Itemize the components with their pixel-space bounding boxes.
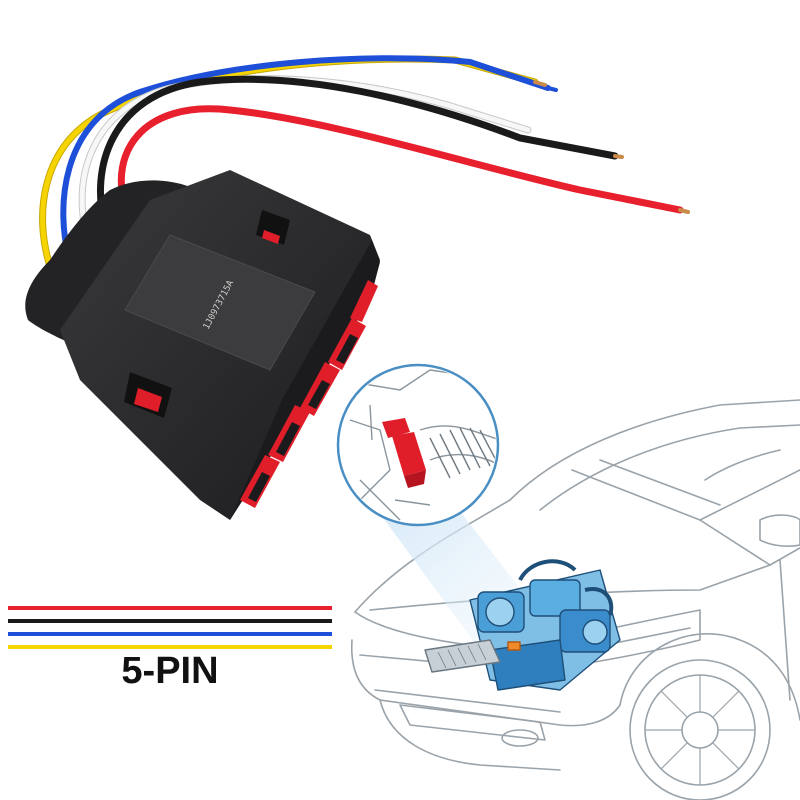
- wire-bundle: [39, 55, 690, 284]
- pin-inserts: [240, 280, 378, 508]
- pin-color-legend: [8, 606, 332, 649]
- connector-housing: 1J0973715A: [25, 170, 380, 520]
- car-illustration: [350, 399, 800, 800]
- connector-highlight: [382, 418, 426, 488]
- engine-illustration: [424, 559, 621, 691]
- connector-label: [124, 234, 316, 371]
- callout-zoom: [336, 363, 500, 527]
- pin-count-label: 5-PIN: [121, 650, 219, 692]
